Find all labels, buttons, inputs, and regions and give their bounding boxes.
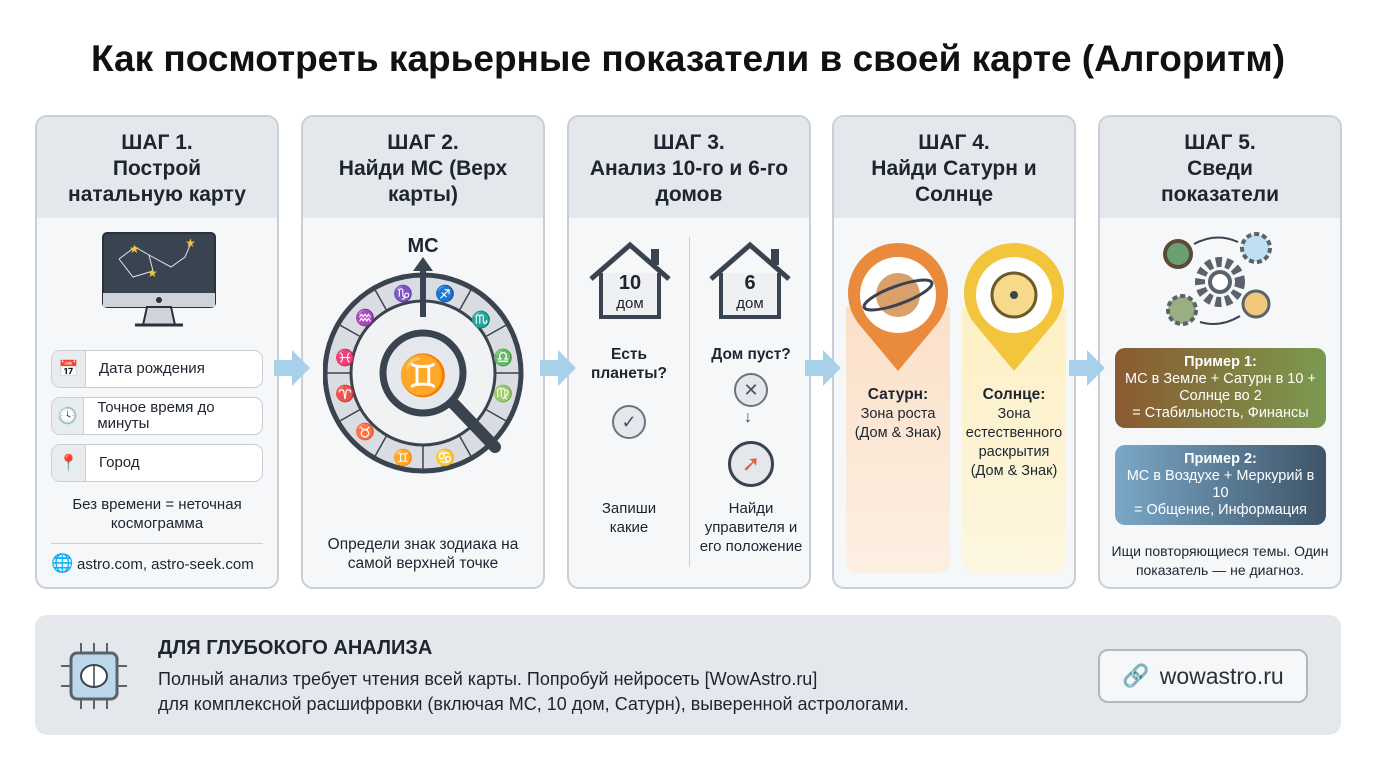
svg-text:♋: ♋: [435, 448, 455, 467]
step-2-note: Определи знак зодиака на самой верхней т…: [327, 536, 519, 572]
link-icon: 🔗: [1122, 663, 1150, 688]
saturn-pin-icon: [848, 243, 948, 371]
svg-text:★: ★: [147, 266, 158, 280]
step-5-note: Ищи повторяющиеся темы. Один показатель …: [1111, 543, 1329, 578]
step-title: Анализ 10-го и 6-го домов: [589, 157, 789, 206]
svg-text:♊: ♊: [398, 352, 448, 398]
house-6-icon: [709, 241, 791, 319]
sun-name: Солнце:: [982, 386, 1046, 403]
example-title: Пример 2:: [1184, 451, 1257, 467]
page-title: Как посмотреть карьерные показатели в св…: [90, 38, 1286, 79]
zodiac-wheel-magnifier-icon: ♑ ♐ ♏♎ ♍ ♋ ♊ ♉♈ ♓ ♒ ♊: [323, 257, 524, 474]
deep-analysis-panel: ДЛЯ ГЛУБОКОГО АНАЛИЗА Полный анализ треб…: [35, 615, 1341, 735]
saturn-name: Сатурн:: [867, 386, 929, 403]
svg-text:★: ★: [129, 242, 140, 256]
example-1-box: Пример 1: МС в Земле + Сатурн в 10 + Сол…: [1115, 348, 1326, 428]
step-1-header: ШАГ 1. Построй натальную карту: [37, 117, 277, 218]
city-field: 📍 Город: [51, 444, 263, 482]
down-arrow-icon: ↓: [744, 409, 752, 426]
step-label: ШАГ 2.: [387, 131, 459, 154]
step-3-card: ШАГ 3. Анализ 10-го и 6-го домов 10 дом 6…: [567, 115, 811, 589]
gears-cycle-icon: [1163, 232, 1272, 326]
svg-text:♒: ♒: [355, 308, 375, 327]
svg-text:♊: ♊: [393, 448, 413, 467]
step-4-header: ШАГ 4. Найди Сатурн и Солнце: [834, 117, 1074, 218]
chart-sites: astro.com, astro-seek.com: [77, 556, 254, 573]
example-title: Пример 1:: [1184, 354, 1257, 370]
step-5-header: ШАГ 5. Сведи показатели: [1100, 117, 1340, 218]
svg-text:♈: ♈: [335, 384, 355, 403]
clock-icon: 🕓: [52, 398, 85, 434]
check-icon: ✓: [612, 405, 646, 439]
computer-star-chart-icon: ★ ★ ★: [102, 232, 216, 327]
arrow-right-icon: [805, 350, 841, 386]
step-title: Сведи показатели: [1160, 157, 1279, 206]
svg-text:♏: ♏: [471, 310, 491, 329]
calendar-icon: 📅: [52, 351, 86, 387]
step-title: Найди МС (Верх карты): [338, 157, 508, 206]
house-word: дом: [736, 295, 764, 312]
deep-analysis-text-2: для комплексной расшифровки (включая МС,…: [158, 694, 909, 714]
example-text: МС в Земле + Сатурн в 10 + Солнце во 2: [1125, 371, 1316, 404]
deep-analysis-text-1: Полный анализ требует чтения всей карты.…: [158, 669, 818, 689]
cross-icon: ✕: [734, 373, 768, 407]
house-number: 6: [744, 272, 756, 294]
svg-text:♓: ♓: [335, 348, 355, 367]
arrow-right-icon: [1069, 350, 1105, 386]
house-6-question: Дом пуст?: [711, 346, 791, 363]
house-word: дом: [616, 295, 644, 312]
divider: [51, 543, 263, 544]
house-10-icon: [589, 241, 671, 319]
wowastro-link-label: wowastro.ru: [1159, 662, 1284, 689]
example-text: МС в Воздухе + Меркурий в 10: [1126, 468, 1315, 501]
birth-date-field: 📅 Дата рождения: [51, 350, 263, 388]
example-result: = Общение, Информация: [1134, 502, 1307, 518]
step-label: ШАГ 5.: [1184, 131, 1256, 154]
location-pin-icon: 📍: [52, 445, 86, 481]
step-2-card: ШАГ 2. Найди МС (Верх карты) МС ♑ ♐ ♏♎ ♍ ♋ ♊ ♉♈…: [301, 115, 545, 589]
sun-pin-icon: [964, 243, 1064, 371]
step-label: ШАГ 4.: [918, 131, 990, 154]
ai-brain-chip-icon: [61, 643, 127, 709]
step-3-header: ШАГ 3. Анализ 10-го и 6-го домов: [569, 117, 809, 218]
saturn-desc: Зона роста (Дом & Знак): [854, 406, 942, 441]
house-number: 10: [618, 272, 642, 294]
house-10-action: Запиши какие: [601, 500, 657, 536]
svg-text:★: ★: [185, 236, 196, 250]
house-10-question: Есть планеты?: [591, 346, 667, 382]
step-label: ШАГ 3.: [653, 131, 725, 154]
field-label: Город: [99, 454, 140, 471]
arrow-right-icon: [274, 350, 310, 386]
browser-globe-icon: 🌐: [51, 553, 74, 573]
svg-text:♎: ♎: [493, 348, 513, 367]
mc-label: МС: [407, 235, 439, 257]
sun-desc: Зона естественного раскрытия (Дом & Знак…: [965, 406, 1063, 479]
step-title: Найди Сатурн и Солнце: [871, 157, 1037, 206]
example-result: = Стабильность, Финансы: [1132, 405, 1309, 421]
step-1-note: Без времени = неточная космограмма: [72, 496, 242, 532]
house-6-action: Найди управителя и его положение: [699, 500, 803, 555]
step-label: ШАГ 1.: [121, 131, 193, 154]
example-2-box: Пример 2: МС в Воздухе + Меркурий в 10 =…: [1115, 445, 1326, 525]
deep-analysis-heading: ДЛЯ ГЛУБОКОГО АНАЛИЗА: [158, 637, 433, 659]
compass-icon: ➚: [728, 441, 774, 487]
step-title: Построй натальную карту: [68, 157, 246, 206]
svg-text:♑: ♑: [393, 284, 413, 303]
arrow-right-icon: [540, 350, 576, 386]
field-label: Точное время до минуты: [97, 399, 215, 432]
divider: [689, 237, 690, 567]
svg-text:♉: ♉: [355, 422, 375, 441]
wowastro-link-button[interactable]: 🔗 wowastro.ru: [1098, 649, 1308, 703]
svg-text:♍: ♍: [493, 384, 513, 403]
step-2-header: ШАГ 2. Найди МС (Верх карты): [303, 117, 543, 218]
field-label: Дата рождения: [99, 360, 205, 377]
svg-text:♐: ♐: [435, 284, 455, 303]
step-1-card: ШАГ 1. Построй натальную карту ★ ★ ★ 📅 Дата …: [35, 115, 279, 589]
birth-time-field: 🕓 Точное время до минуты: [51, 397, 263, 435]
step-4-card: ШАГ 4. Найди Сатурн и Солнце Сатурн: Зона…: [832, 115, 1076, 589]
